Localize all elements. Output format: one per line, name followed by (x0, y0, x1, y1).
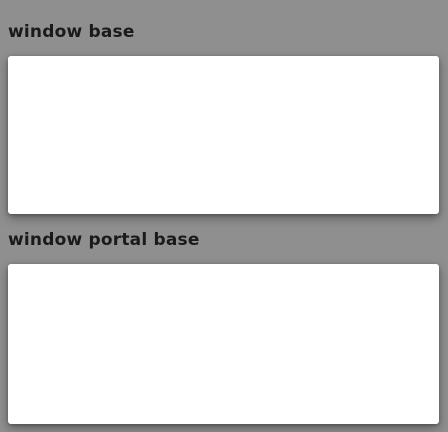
section-title-window-base: window base (8, 22, 135, 42)
section-title-window-portal-base: window portal base (8, 230, 200, 250)
window-base-panel (8, 56, 439, 214)
window-portal-base-panel (8, 264, 439, 424)
